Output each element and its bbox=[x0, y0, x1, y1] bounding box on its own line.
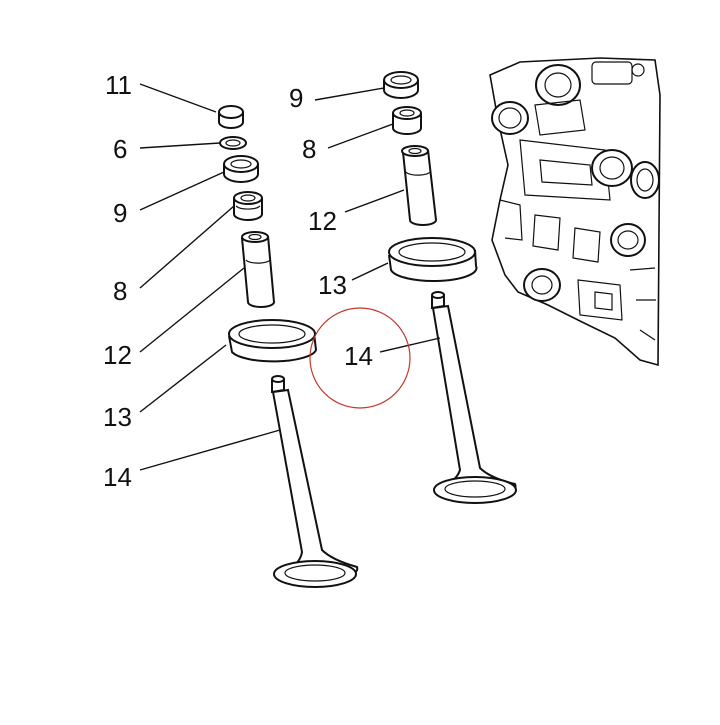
label-9-right: 9 bbox=[289, 83, 303, 113]
label-14: 14 bbox=[103, 462, 132, 492]
collet-ring-part bbox=[219, 136, 247, 150]
valve-part bbox=[431, 291, 517, 504]
valve-seat-ring-part bbox=[228, 319, 318, 363]
spring-retainer-part bbox=[383, 71, 419, 99]
cylinder-head-drawing bbox=[489, 57, 661, 367]
highlight-circle bbox=[309, 307, 411, 409]
valve-stem-seal-part bbox=[392, 106, 422, 135]
label-13: 13 bbox=[103, 402, 132, 432]
label-9: 9 bbox=[113, 198, 127, 228]
label-12-right: 12 bbox=[308, 206, 337, 236]
label-11: 11 bbox=[105, 70, 132, 100]
label-12: 12 bbox=[103, 340, 132, 370]
label-6: 6 bbox=[113, 134, 127, 164]
label-8-right: 8 bbox=[302, 134, 316, 164]
valve-part bbox=[271, 375, 359, 588]
valve-cap-part bbox=[218, 105, 244, 129]
spring-retainer-part bbox=[223, 155, 259, 183]
leader-lines bbox=[139, 83, 441, 471]
label-13-right: 13 bbox=[318, 270, 347, 300]
valve-guide-part bbox=[241, 231, 276, 308]
valve-stem-seal-part bbox=[233, 191, 263, 221]
valve-guide-part bbox=[401, 145, 438, 226]
label-8: 8 bbox=[113, 276, 127, 306]
valve-seat-ring-part bbox=[388, 237, 478, 282]
label-14-right: 14 bbox=[344, 341, 373, 371]
